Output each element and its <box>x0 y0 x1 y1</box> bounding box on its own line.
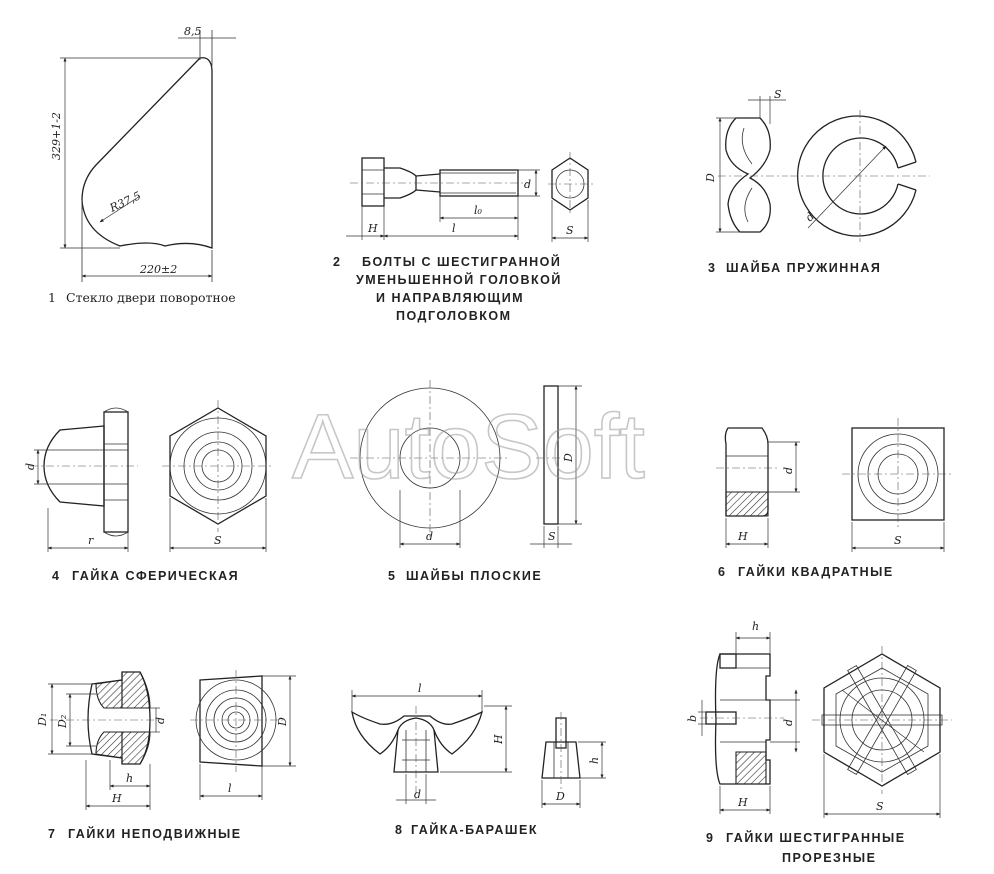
fig2-dim-l0: l₀ <box>474 204 483 217</box>
fig4-number: 4 <box>52 569 60 583</box>
fig2-caption-line4: ПОДГОЛОВКОМ <box>396 309 512 323</box>
fig7-dim-D: D <box>276 717 289 727</box>
fig7-number: 7 <box>48 827 56 841</box>
fig6-dim-d: d <box>782 467 795 474</box>
fig5-dim-d: d <box>426 530 433 543</box>
fig4-dim-S: S <box>214 534 222 547</box>
fig3-caption: ШАЙБА ПРУЖИННАЯ <box>726 260 881 275</box>
fig1-dim-top: 8,5 <box>184 25 202 38</box>
figure-4-acorn-nut: d r S <box>24 400 274 552</box>
fig6-dim-S: S <box>894 534 902 547</box>
fig7-dim-l: l <box>228 782 232 795</box>
fig7-dim-h: h <box>126 772 133 785</box>
fig6-number: 6 <box>718 565 726 579</box>
fig6-dim-H: H <box>737 530 748 543</box>
figure-2-bolt: H l l₀ d S <box>346 152 594 242</box>
fig1-number: 1 <box>48 290 56 305</box>
fig7-dim-H: H <box>111 792 122 805</box>
fig9-dim-h: h <box>752 620 759 633</box>
fig2-caption-line2: УМЕНЬШЕННОЙ ГОЛОВКОЙ <box>356 272 562 287</box>
fig8-dim-H: H <box>492 734 505 745</box>
fig9-dim-H: H <box>737 796 748 809</box>
fig3-number: 3 <box>708 261 716 275</box>
fig4-caption: ГАЙКА СФЕРИЧЕСКАЯ <box>72 568 239 583</box>
fig9-caption-line2: ПРОРЕЗНЫЕ <box>782 851 877 865</box>
fig8-number: 8 <box>395 823 403 837</box>
fig5-caption: ШАЙБЫ ПЛОСКИЕ <box>406 568 542 583</box>
fig2-dim-l: l <box>452 222 456 235</box>
fig3-dim-D: D <box>704 173 717 183</box>
fig2-caption-line3: И НАПРАВЛЯЮЩИМ <box>376 291 524 305</box>
fig8-dim-h: h <box>588 757 601 764</box>
fig3-dim-S: S <box>774 88 782 101</box>
fig9-dim-b: b <box>686 715 699 722</box>
figure-9-slotted-hex-nuts: h b d H S <box>686 620 952 818</box>
fig9-caption-line1: ГАЙКИ ШЕСТИГРАННЫЕ <box>726 830 906 845</box>
fig9-dim-d: d <box>782 719 795 726</box>
fig2-dim-S: S <box>566 224 574 237</box>
figure-5-flat-washers: D d S <box>350 380 582 548</box>
fig9-dim-S: S <box>876 800 884 813</box>
fig4-dim-d: d <box>24 463 37 470</box>
fig8-dim-l: l <box>418 682 422 695</box>
fig2-number: 2 <box>333 255 341 269</box>
fig4-dim-r: r <box>88 534 94 547</box>
fig5-number: 5 <box>388 569 396 583</box>
watermark: AutoSoft <box>292 396 645 498</box>
fig2-dim-H: H <box>367 222 378 235</box>
figure-8-wing-nut: l H d h D <box>351 682 606 808</box>
fig6-caption: ГАЙКИ КВАДРАТНЫЕ <box>738 564 894 579</box>
fig7-dim-D1: D₁ <box>36 713 49 727</box>
fig1-dim-width: 220±2 <box>139 263 177 276</box>
fig2-caption-line1: БОЛТЫ С ШЕСТИГРАННОЙ <box>362 254 561 269</box>
fig2-dim-d: d <box>524 178 531 191</box>
fig5-dim-S: S <box>548 530 556 543</box>
figure-1-door-glass: 8,5 329+1-2 R37,5 220±2 <box>50 25 236 282</box>
fig8-dim-D: D <box>555 790 565 803</box>
fig7-caption: ГАЙКИ НЕПОДВИЖНЫЕ <box>68 826 242 841</box>
fig7-dim-D2: D₂ <box>56 715 69 729</box>
fig8-dim-d: d <box>414 788 421 801</box>
fig5-dim-D: D <box>562 453 575 463</box>
figure-7-fixed-nuts: D₁ D₂ d h H l D <box>36 670 296 810</box>
fig8-caption: ГАЙКА-БАРАШЕК <box>411 822 538 837</box>
fig1-caption: Стекло двери поворотное <box>66 290 236 305</box>
fig1-dim-height: 329+1-2 <box>50 112 63 160</box>
figure-3-spring-washer: S D d <box>704 88 930 242</box>
fig3-dim-d: d <box>803 210 817 224</box>
fig1-dim-radius: R37,5 <box>107 189 143 215</box>
fig7-dim-d: d <box>154 717 167 724</box>
fig9-number: 9 <box>706 831 714 845</box>
figure-6-square-nuts: d H S <box>716 418 954 552</box>
